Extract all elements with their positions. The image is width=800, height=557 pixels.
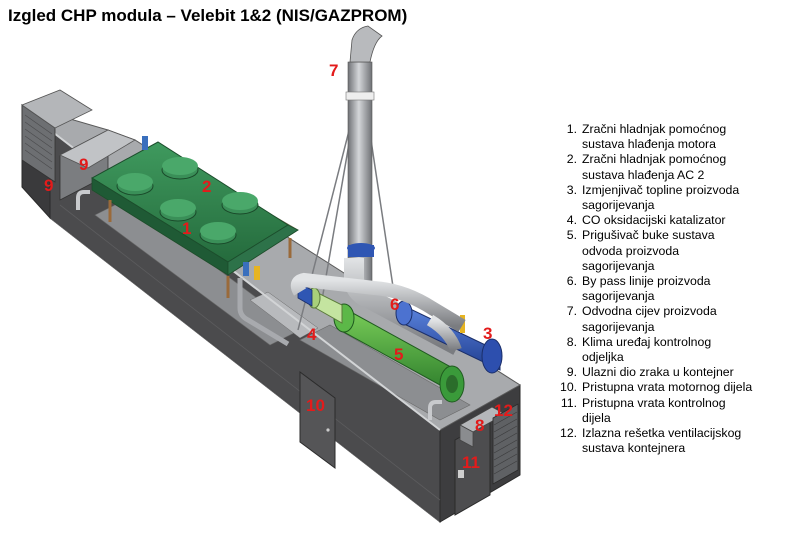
legend-item: 7.Odvodna cijev proizvoda sagorijevanja — [566, 304, 717, 334]
callout-5: 5 — [394, 345, 403, 364]
legend-item: 11.Pristupna vrata kontrolnog dijela — [560, 395, 726, 425]
callout-12: 12 — [494, 401, 513, 420]
callout-3: 3 — [483, 324, 492, 343]
callout-8: 8 — [475, 416, 484, 435]
legend-item: 8.Klima uređaj kontrolnog odjeljka — [566, 334, 712, 365]
legend-item: 12.Izlazna rešetka ventilacijskog sustav… — [560, 426, 742, 456]
legend-item: 3.Izmjenjivač topline proizvoda sagorije… — [566, 182, 740, 213]
legend-item: 6.By pass linije proizvoda sagorijevanja — [566, 274, 711, 304]
legend-item: 5.Prigušivač buke sustava odvoda proizvo… — [566, 228, 715, 273]
callout-labels: 1 2 3 4 5 6 7 8 9 9 10 11 12 — [44, 61, 513, 472]
callout-9-left: 9 — [44, 176, 53, 195]
slide-title: Izgled CHP modula – Velebit 1&2 (NIS/GAZ… — [8, 6, 408, 25]
callout-1: 1 — [182, 219, 191, 238]
callout-9-rear: 9 — [79, 155, 88, 174]
bypass-pipe — [290, 272, 466, 333]
legend-item: 10.Pristupna vrata motornog dijela — [560, 380, 753, 395]
legend-item: 2.Zračni hladnjak pomoćnog sustava hlađe… — [566, 152, 727, 182]
legend-item: 9.Ulazni dio zraka u kontejner — [566, 365, 734, 380]
callout-10: 10 — [306, 396, 325, 415]
component-legend: 1.Zračni hladnjak pomoćnog sustava hlađe… — [560, 122, 796, 456]
legend-item: 4.CO oksidacijski katalizator — [566, 213, 726, 228]
legend-item: 1.Zračni hladnjak pomoćnog sustava hlađe… — [566, 122, 727, 152]
engine-access-door — [299, 371, 336, 469]
callout-6: 6 — [390, 295, 399, 314]
callout-7: 7 — [329, 61, 338, 80]
callout-11: 11 — [462, 453, 480, 472]
callout-2: 2 — [202, 177, 211, 196]
callout-4: 4 — [307, 325, 317, 344]
